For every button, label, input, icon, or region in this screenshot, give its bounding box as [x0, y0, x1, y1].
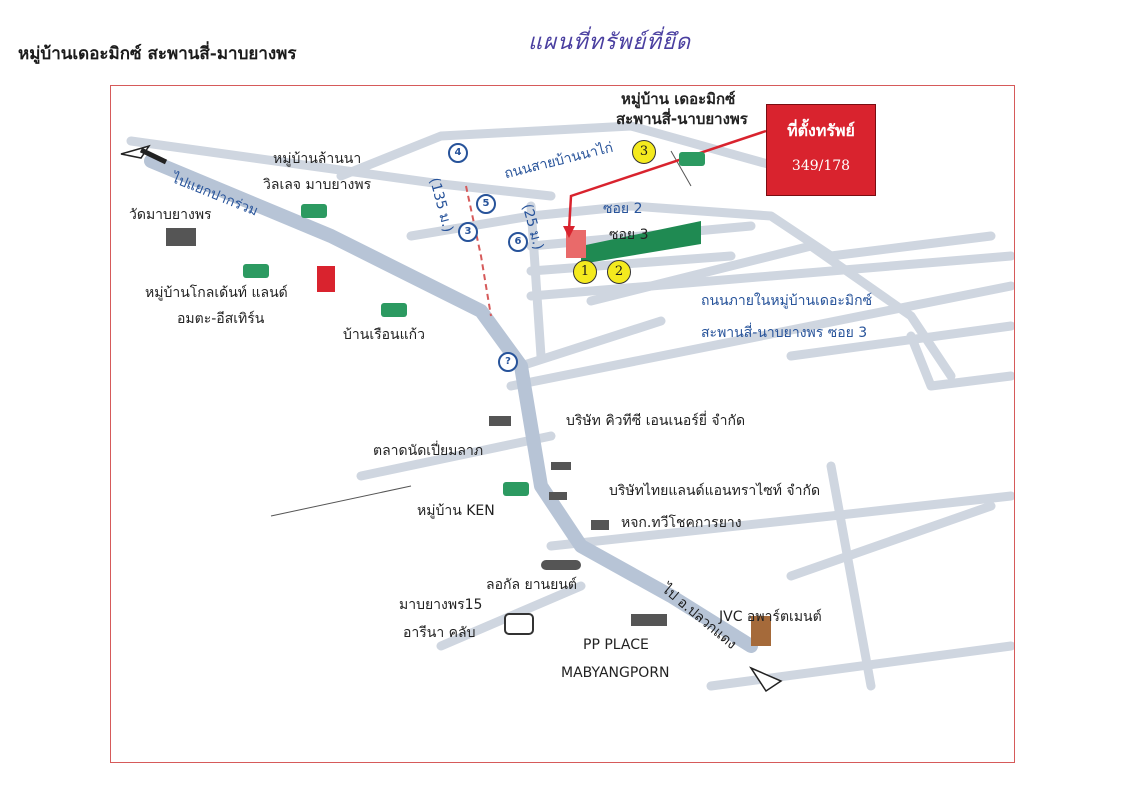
- label-arena-2: อารีนา คลับ: [403, 625, 476, 641]
- property-marker: [566, 230, 586, 258]
- arrow-to-pak-chong-icon: [120, 144, 168, 165]
- handwritten-title: แผนที่ทรัพย์ที่ยึด: [528, 30, 692, 55]
- property-callout[interactable]: ที่ตั้งทรัพย์ 349/178: [766, 104, 876, 196]
- label-inner-road-2: สะพานสี่-นาบยางพร ซอย 3: [701, 325, 868, 341]
- label-the-mix-2: สะพานสี่-นาบยางพร: [616, 110, 748, 128]
- page-title: หมู่บ้านเดอะมิกซ์ สะพานสี่-มาบยางพร: [18, 44, 297, 64]
- route-badge-3: 3: [458, 222, 478, 242]
- label-company-thai: บริษัทไทยแลนด์แอนทราไซท์ จำกัด: [609, 483, 821, 499]
- store-7-eleven-icon: [317, 266, 335, 292]
- label-rubber: หจก.ทวีโชคการยาง: [621, 515, 742, 531]
- route-badge-6: 6: [508, 232, 528, 252]
- main-road: [144, 154, 758, 653]
- label-lanna-2: วิลเลจ มาบยางพร: [263, 177, 372, 193]
- route-badge-5: 5: [476, 194, 496, 214]
- label-pp-place-2: MABYANGPORN: [561, 665, 670, 681]
- label-market: ตลาดนัดเปี่ยมลาภ: [373, 443, 484, 459]
- label-inner-road: ถนนภายในหมู่บ้านเดอะมิกซ์: [701, 293, 873, 309]
- pin-1[interactable]: 1: [573, 260, 597, 284]
- label-soi-2: ซอย 2: [603, 201, 643, 217]
- green-plot: [581, 221, 701, 264]
- label-baan-ruen-kaew: บ้านเรือนแก้ว: [343, 327, 425, 343]
- label-pp-place: PP PLACE: [583, 637, 649, 653]
- dashed-route: [465, 185, 492, 317]
- road-network: [120, 121, 1014, 693]
- village-icons: [243, 152, 705, 496]
- label-arena-1: มาบยางพร15: [399, 597, 483, 613]
- map-frame[interactable]: 4 5 3 6 ? 1 2 3 ที่ตั้งทรัพย์ 349/178 หม…: [110, 85, 1015, 763]
- label-company-qtc: บริษัท คิวทีซี เอนเนอร์ยี่ จำกัด: [566, 413, 746, 429]
- arrow-to-pluak-daeng-icon: [749, 666, 783, 693]
- label-village-ken: หมู่บ้าน KEN: [417, 503, 495, 519]
- route-badge-unknown: ?: [498, 352, 518, 372]
- callout-label: ที่ตั้งทรัพย์: [787, 121, 855, 140]
- label-local-car: ลอกัล ยานยนต์: [486, 577, 577, 593]
- callout-number: 349/178: [791, 158, 851, 174]
- label-temple: วัดมาบยางพร: [129, 207, 212, 223]
- label-the-mix: หมู่บ้าน เดอะมิกซ์: [621, 90, 736, 108]
- label-soi-3: ซอย 3: [609, 227, 649, 243]
- minor-roads: [126, 121, 1014, 691]
- route-badge-4: 4: [448, 143, 468, 163]
- label-golden-land: หมู่บ้านโกลเด้นท์ แลนด์: [145, 285, 288, 301]
- pin-3[interactable]: 3: [632, 140, 656, 164]
- label-golden-land-2: อมตะ-อีสเทิร์น: [177, 311, 265, 327]
- pin-2[interactable]: 2: [607, 260, 631, 284]
- building-icons: [166, 228, 771, 646]
- label-lanna: หมู่บ้านล้านนา: [273, 151, 362, 167]
- label-jvc: JVC อพาร์ตเมนต์: [719, 609, 822, 625]
